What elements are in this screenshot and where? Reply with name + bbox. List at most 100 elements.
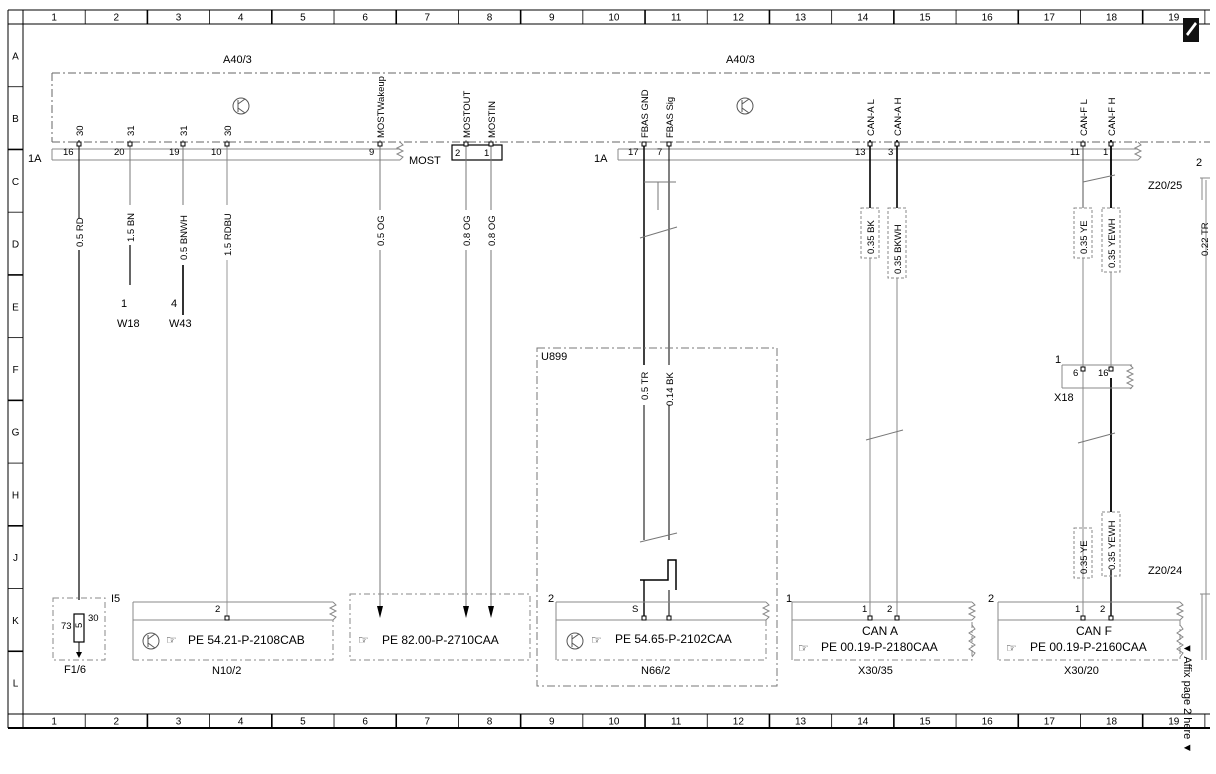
wire-label-boxes <box>860 207 1121 579</box>
pe-reference: PE 00.19-P-2160CAA <box>1030 640 1147 654</box>
grid-column-label: 14 <box>857 717 869 728</box>
signal-label: MOSTIN <box>487 101 498 138</box>
pin-marks <box>76 141 1114 621</box>
wire-label: 1.5 RDBU <box>223 213 234 256</box>
grid-column-label: 2 <box>114 717 120 728</box>
pin-mark <box>666 615 672 621</box>
pin-mark <box>1108 615 1114 621</box>
pin-mark <box>641 615 647 621</box>
grid-row-label: D <box>12 240 19 251</box>
module-label-x30-20: X30/20 <box>1064 665 1099 677</box>
pin-label: 1 <box>484 148 489 159</box>
pe-82-00-module-box <box>349 593 531 661</box>
module-label-i5: I5 <box>111 593 120 605</box>
pin-mark <box>894 141 900 147</box>
pin-label: 30 <box>75 125 86 136</box>
pin-label: 30 <box>88 613 99 624</box>
pin-label: 20 <box>114 147 125 158</box>
grid-column-label: 4 <box>238 13 244 24</box>
grid-row-label: J <box>13 553 18 564</box>
module-label-z20-25: Z20/25 <box>1148 180 1182 192</box>
wire-label: 0.22 TR <box>1200 222 1211 256</box>
grid-column-label: 7 <box>425 13 431 24</box>
wire-label: 0.35 YEWH <box>1107 520 1118 570</box>
pin-mark <box>1080 366 1086 372</box>
grid-row-label: A <box>12 51 19 62</box>
grid-column-label: 11 <box>671 717 682 728</box>
grid-column-label: 10 <box>608 717 620 728</box>
grid-row-label: L <box>13 679 19 690</box>
signal-label: CAN-F L <box>1079 99 1090 136</box>
affix-page-note: ▼ Affix page 2 here ▼ <box>1181 643 1193 753</box>
pe-icon: ☞ <box>798 641 809 655</box>
module-label-f1-6: F1/6 <box>64 664 86 676</box>
grid-column-label: 4 <box>238 717 244 728</box>
signal-label: FBAS GND <box>640 89 651 138</box>
grid-column-label: 1 <box>51 717 57 728</box>
signal-label: MOSTOUT <box>462 90 473 138</box>
transistor-icon <box>232 97 250 115</box>
grid-column-label: 15 <box>919 717 931 728</box>
pin-label: 1 <box>862 604 867 615</box>
wire-label: 0.35 BKWH <box>893 224 904 274</box>
wire-label: 0.5 RD <box>75 217 86 247</box>
pin-label: 31 <box>179 125 190 136</box>
pin-label: 2 <box>548 593 554 605</box>
pin-label: 73 <box>61 621 72 632</box>
grid-column-label: 5 <box>300 717 306 728</box>
connector-label-x18: X18 <box>1054 392 1074 404</box>
module-label-a40-3-left: A40/3 <box>223 54 252 66</box>
ground-label-w18: W18 <box>117 318 140 330</box>
pin-label: 1 <box>121 298 127 310</box>
grid-column-label: 12 <box>733 717 745 728</box>
pin-label: 1 <box>1103 147 1108 158</box>
module-label-u899: U899 <box>541 351 567 363</box>
pin-label: 2 <box>887 604 892 615</box>
grid-row-label: F <box>12 365 18 376</box>
pe-reference: PE 54.65-P-2102CAA <box>615 632 732 646</box>
ground-label-w43: W43 <box>169 318 192 330</box>
transistor-icon <box>566 632 584 650</box>
grid-column-label: 6 <box>362 717 368 728</box>
pin-label: 2 <box>988 593 994 605</box>
pin-mark <box>894 615 900 621</box>
u899-module-box <box>536 347 778 687</box>
pin-mark <box>377 141 383 147</box>
pin-label: 17 <box>628 147 639 158</box>
grid-column-label: 15 <box>919 13 931 24</box>
connector-1a-strip <box>51 141 1143 161</box>
signal-arrows <box>377 606 494 618</box>
grid-column-label: 8 <box>487 717 493 728</box>
grid-column-label: 13 <box>795 717 807 728</box>
pin-label: 16 <box>1098 368 1109 379</box>
a40-3-housing <box>51 72 1210 143</box>
pin-label: 1 <box>1075 604 1080 615</box>
pin-label: 16 <box>63 147 74 158</box>
wire-label: 0.35 YE <box>1079 220 1090 254</box>
bus-label-can-f: CAN F <box>1076 624 1112 638</box>
n66-2-module-box <box>555 601 771 661</box>
x30-20-module-box <box>997 601 1185 661</box>
pin-mark <box>666 141 672 147</box>
pe-icon: ☞ <box>591 633 602 647</box>
sheet-frame <box>7 9 1210 729</box>
wire-label: 0.35 YEWH <box>1107 218 1118 268</box>
n10-2-module-box <box>132 601 338 661</box>
wire-label: 1.5 BN <box>126 213 137 242</box>
signal-label: CAN-A H <box>893 97 904 136</box>
pin-label: 2 <box>215 604 220 615</box>
transistor-icon <box>736 97 754 115</box>
connector-label-x18-one: 1 <box>1055 354 1061 366</box>
pin-label: 2 <box>455 148 460 159</box>
wire-label: 0.35 YE <box>1079 540 1090 574</box>
pin-mark <box>463 141 469 147</box>
grid-column-label: 14 <box>857 13 869 24</box>
pin-label: 3 <box>888 147 893 158</box>
wires <box>78 140 1207 660</box>
pin-mark <box>1108 141 1114 147</box>
pin-label: 5 <box>74 623 85 628</box>
grid-column-label: 7 <box>425 717 431 728</box>
x30-35-module-box <box>791 601 977 661</box>
pin-label: 1 <box>786 593 792 605</box>
pe-reference: PE 54.21-P-2108CAB <box>188 633 305 647</box>
